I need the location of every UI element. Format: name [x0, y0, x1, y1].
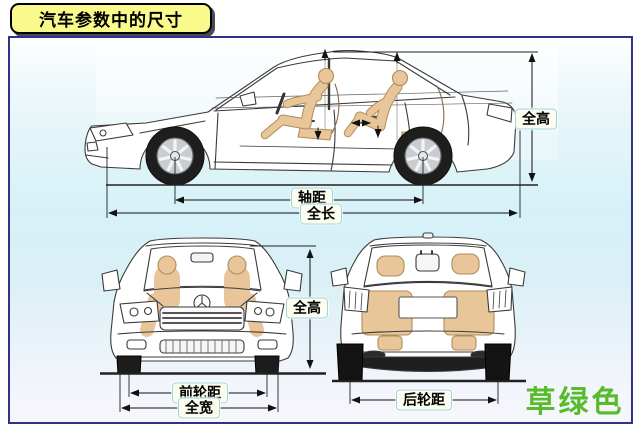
dim-label-overall-height-front: 全高: [286, 297, 328, 319]
dim-label-overall-width: 全宽: [178, 397, 220, 419]
dim-label-overall-height-side: 全高: [515, 108, 557, 130]
diagram-panel: [8, 36, 633, 424]
dim-label-overall-length: 全长: [300, 203, 342, 225]
dim-label-rear-track: 后轮距: [396, 389, 452, 411]
page-title: 汽车参数中的尺寸: [10, 3, 212, 34]
color-annotation: 草绿色: [525, 386, 625, 419]
